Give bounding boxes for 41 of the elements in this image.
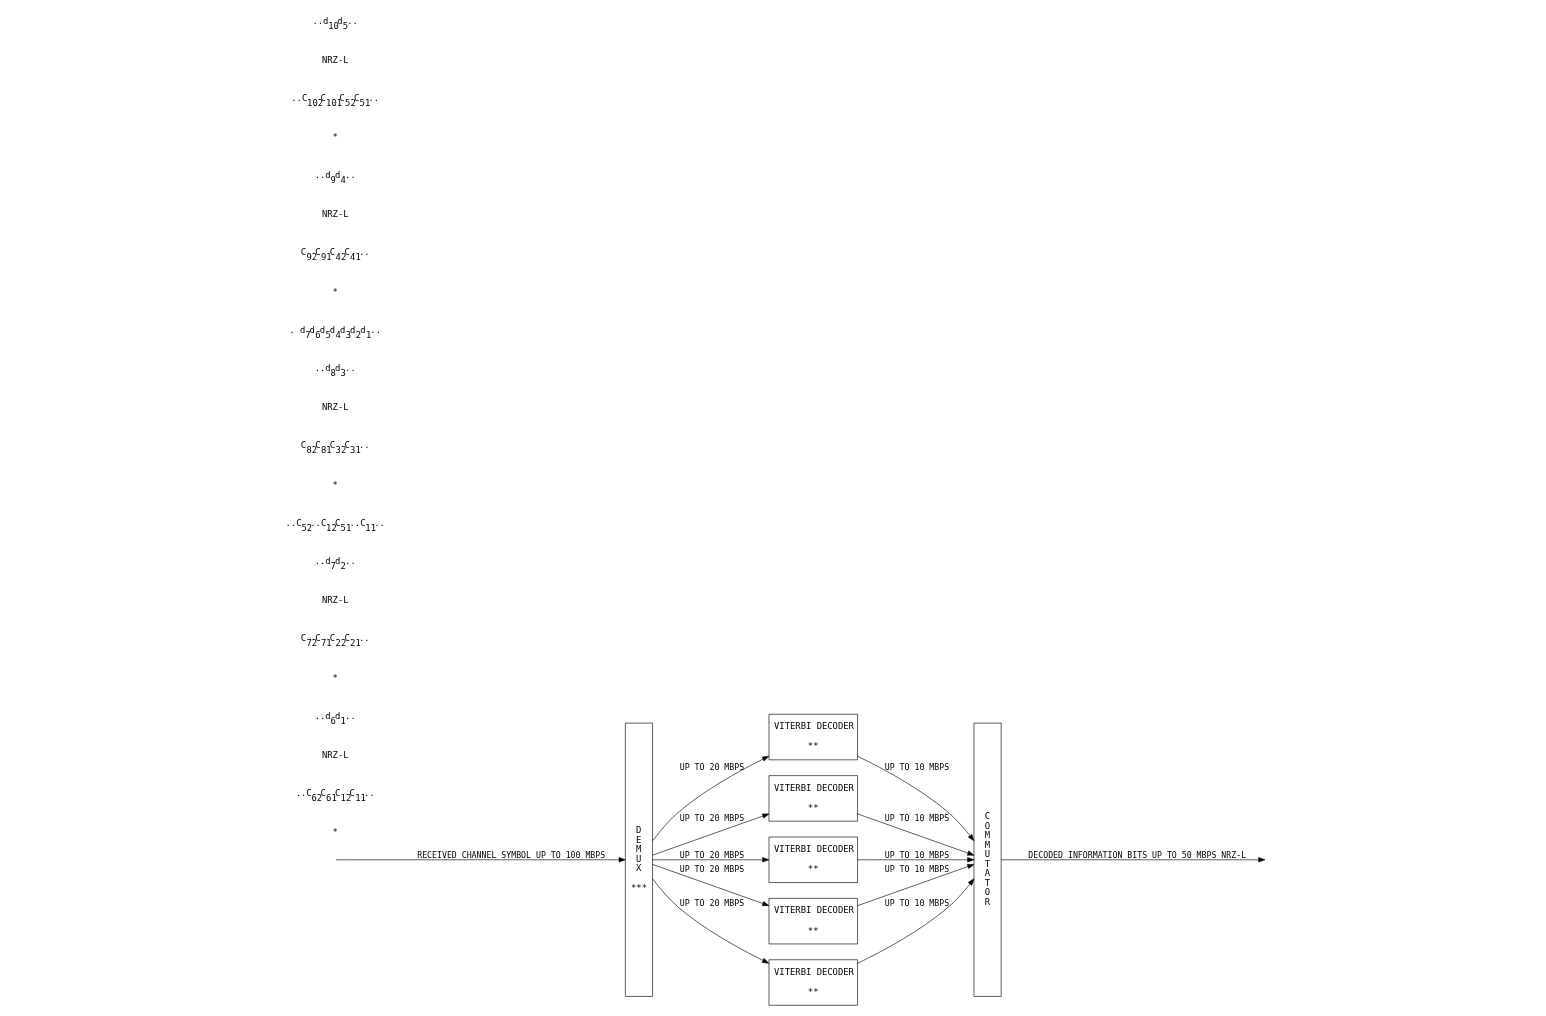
arrow (857, 813, 975, 856)
arrow (857, 756, 975, 842)
arrow (335, 857, 626, 863)
edge-label: UP TO 20 MBPS (679, 813, 745, 824)
arrow (652, 864, 770, 906)
edge-label: UP TO 10 MBPS (884, 898, 950, 909)
label: * (332, 672, 338, 683)
label: NRZ-L (321, 402, 349, 413)
node-box: VITERBI DECODER ** (768, 836, 858, 883)
edge-label: UP TO 10 MBPS (884, 813, 950, 824)
arrow (652, 857, 770, 863)
edge-label: RECEIVED CHANNEL SYMBOL UP TO 100 MBPS (417, 849, 606, 860)
arrow (652, 878, 770, 964)
arrow (857, 857, 975, 863)
edge-label: UP TO 20 MBPS (679, 898, 745, 909)
edge-label: DECODED INFORMATION BITS UP TO 50 MBPS NRZ-L (1028, 849, 1247, 860)
edge-label: UP TO 10 MBPS (884, 849, 950, 860)
arrow (857, 864, 975, 906)
label: NRZ-L (321, 595, 349, 606)
label: NRZ-L (321, 209, 349, 220)
label: * (332, 479, 338, 490)
label: * (332, 286, 338, 297)
label: NRZ-L (321, 749, 349, 760)
label: * (332, 826, 338, 837)
edge-label: UP TO 10 MBPS (884, 762, 950, 773)
edge-label: UP TO 10 MBPS (884, 864, 950, 875)
node-box: COMMUTATOR (973, 722, 1002, 997)
arrow (1000, 857, 1266, 863)
arrow (652, 756, 770, 842)
node-box: DEMUX *** (625, 722, 653, 997)
label: * (332, 132, 338, 143)
arrow (857, 878, 975, 964)
node-box: VITERBI DECODER ** (768, 713, 858, 761)
node-box: VITERBI DECODER ** (768, 775, 858, 822)
node-box: VITERBI DECODER ** (768, 898, 858, 945)
edge-label: UP TO 20 MBPS (679, 762, 745, 773)
node-box: VITERBI DECODER ** (768, 959, 858, 1006)
edge-label: UP TO 20 MBPS (679, 864, 745, 875)
arrow (652, 813, 770, 856)
label: NRZ-L (321, 55, 349, 66)
edge-label: UP TO 20 MBPS (679, 849, 745, 860)
